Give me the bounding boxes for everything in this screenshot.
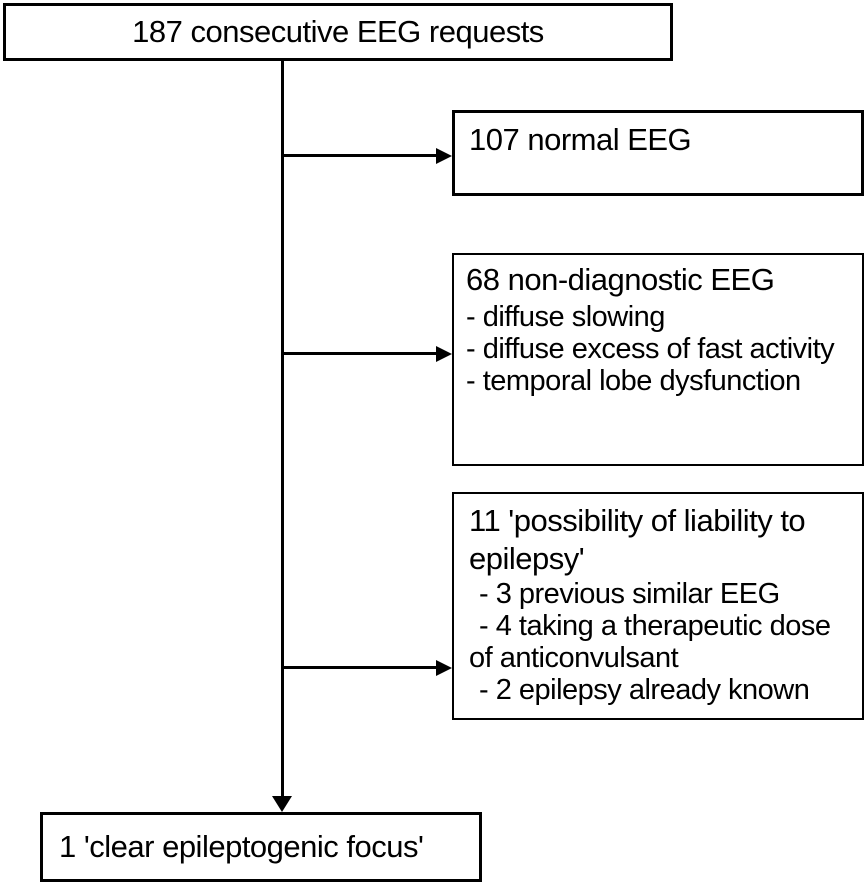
node-nondiagnostic-eeg: 68 non-diagnostic EEG - diffuse slowing … [452, 253, 864, 466]
node-normal-eeg-label: 107 normal EEG [469, 122, 692, 157]
node-nondiagnostic-eeg-title: 68 non-diagnostic EEG [466, 262, 775, 297]
nondiagnostic-item-temporal-lobe: - temporal lobe dysfunction [466, 365, 801, 397]
nondiagnostic-item-diffuse-slowing: - diffuse slowing [466, 301, 665, 333]
connector-to-normal-eeg [282, 154, 438, 157]
liability-item-epilepsy-known: - 2 epilepsy already known [479, 674, 810, 706]
node-liability-epilepsy: 11 'possibility of liability to epilepsy… [452, 492, 864, 720]
connector-to-liability-epilepsy [282, 666, 438, 669]
arrowhead-right-icon [436, 147, 452, 164]
node-epileptogenic-focus-label: 1 'clear epileptogenic focus' [59, 829, 424, 864]
node-normal-eeg: 107 normal EEG [452, 110, 864, 196]
node-epileptogenic-focus: 1 'clear epileptogenic focus' [40, 812, 482, 882]
liability-item-therapeutic-dose: - 4 taking a therapeutic dose [479, 610, 831, 642]
node-liability-epilepsy-title-line1: 11 'possibility of liability to [469, 503, 806, 538]
arrowhead-right-icon [436, 659, 452, 676]
arrowhead-down-icon [272, 796, 292, 812]
node-liability-epilepsy-title-line2: epilepsy' [469, 541, 585, 576]
node-total-eeg-requests: 187 consecutive EEG requests [3, 3, 673, 61]
liability-item-therapeutic-dose-wrap: of anticonvulsant [469, 642, 679, 674]
connector-to-nondiagnostic-eeg [282, 352, 438, 355]
nondiagnostic-item-fast-activity: - diffuse excess of fast activity [466, 333, 835, 365]
node-total-eeg-requests-label: 187 consecutive EEG requests [132, 14, 544, 49]
connector-trunk-line [281, 61, 284, 798]
liability-item-previous-eeg: - 3 previous similar EEG [479, 578, 780, 610]
arrowhead-right-icon [436, 345, 452, 362]
